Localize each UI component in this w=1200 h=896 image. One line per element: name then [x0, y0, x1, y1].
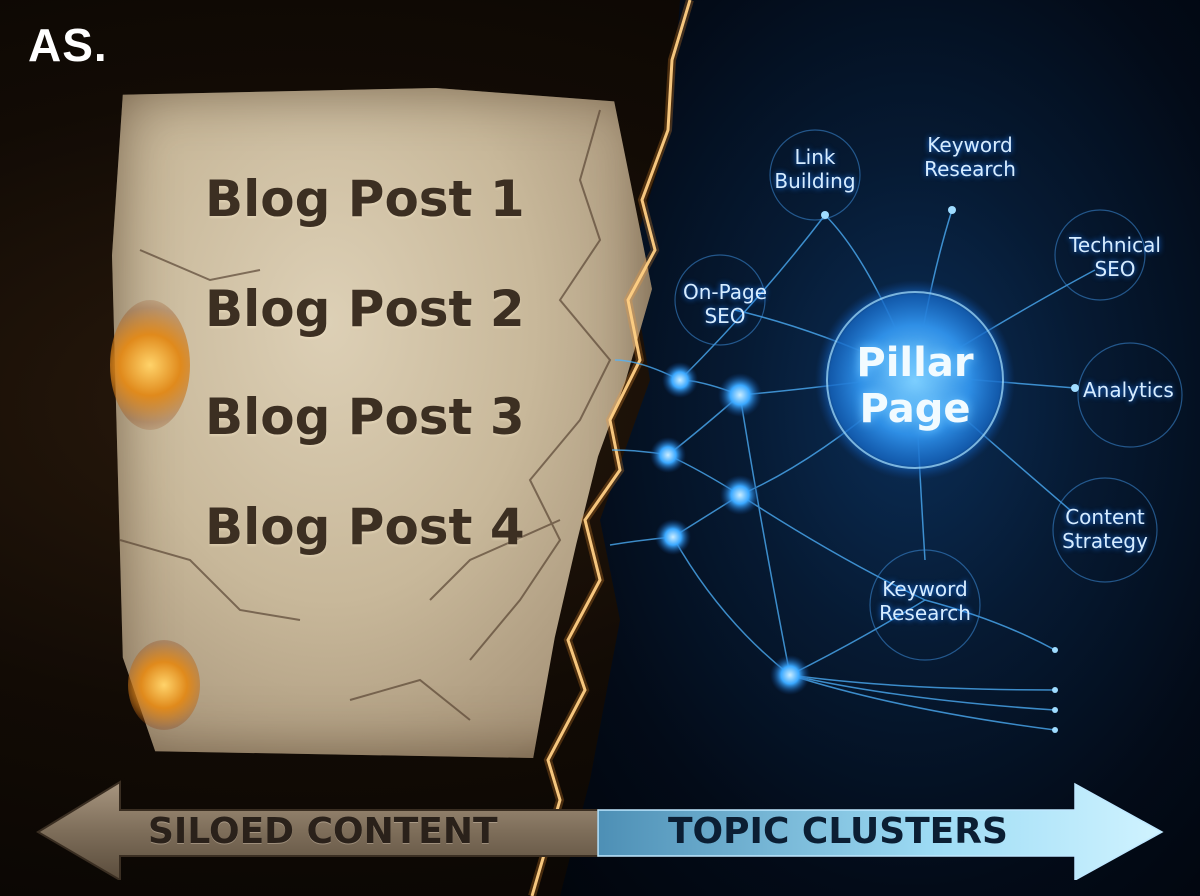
node-on-page-seo: On-Page SEO	[682, 280, 768, 328]
node-content-strategy: Content Strategy	[1062, 505, 1148, 553]
ember-glow-bottom	[128, 640, 200, 730]
arrow-label-siloed: SILOED CONTENT	[148, 811, 498, 852]
brand-logo: AS.	[28, 19, 108, 71]
node-keyword-research-bottom: Keyword Research	[879, 577, 971, 625]
pillar-page-node	[815, 280, 1015, 480]
blog-post-2: Blog Post 2	[205, 280, 525, 338]
arrow-label-topic-clusters: TOPIC CLUSTERS	[668, 811, 1008, 852]
blog-post-3: Blog Post 3	[205, 388, 525, 446]
pillar-page-label: Pillar Page	[856, 340, 974, 432]
arrow-right-half	[597, 782, 1164, 880]
direction-arrow	[36, 780, 1164, 880]
brain-icon	[770, 655, 810, 695]
ember-glow-top	[110, 300, 190, 430]
node-keyword-research-top: Keyword Research	[924, 133, 1016, 181]
blog-post-1: Blog Post 1	[205, 170, 525, 228]
node-technical-seo: Technical SEO	[1069, 233, 1161, 281]
node-link-building: Link Building	[774, 145, 856, 193]
blog-post-4: Blog Post 4	[205, 498, 525, 556]
node-analytics: Analytics	[1083, 378, 1174, 402]
